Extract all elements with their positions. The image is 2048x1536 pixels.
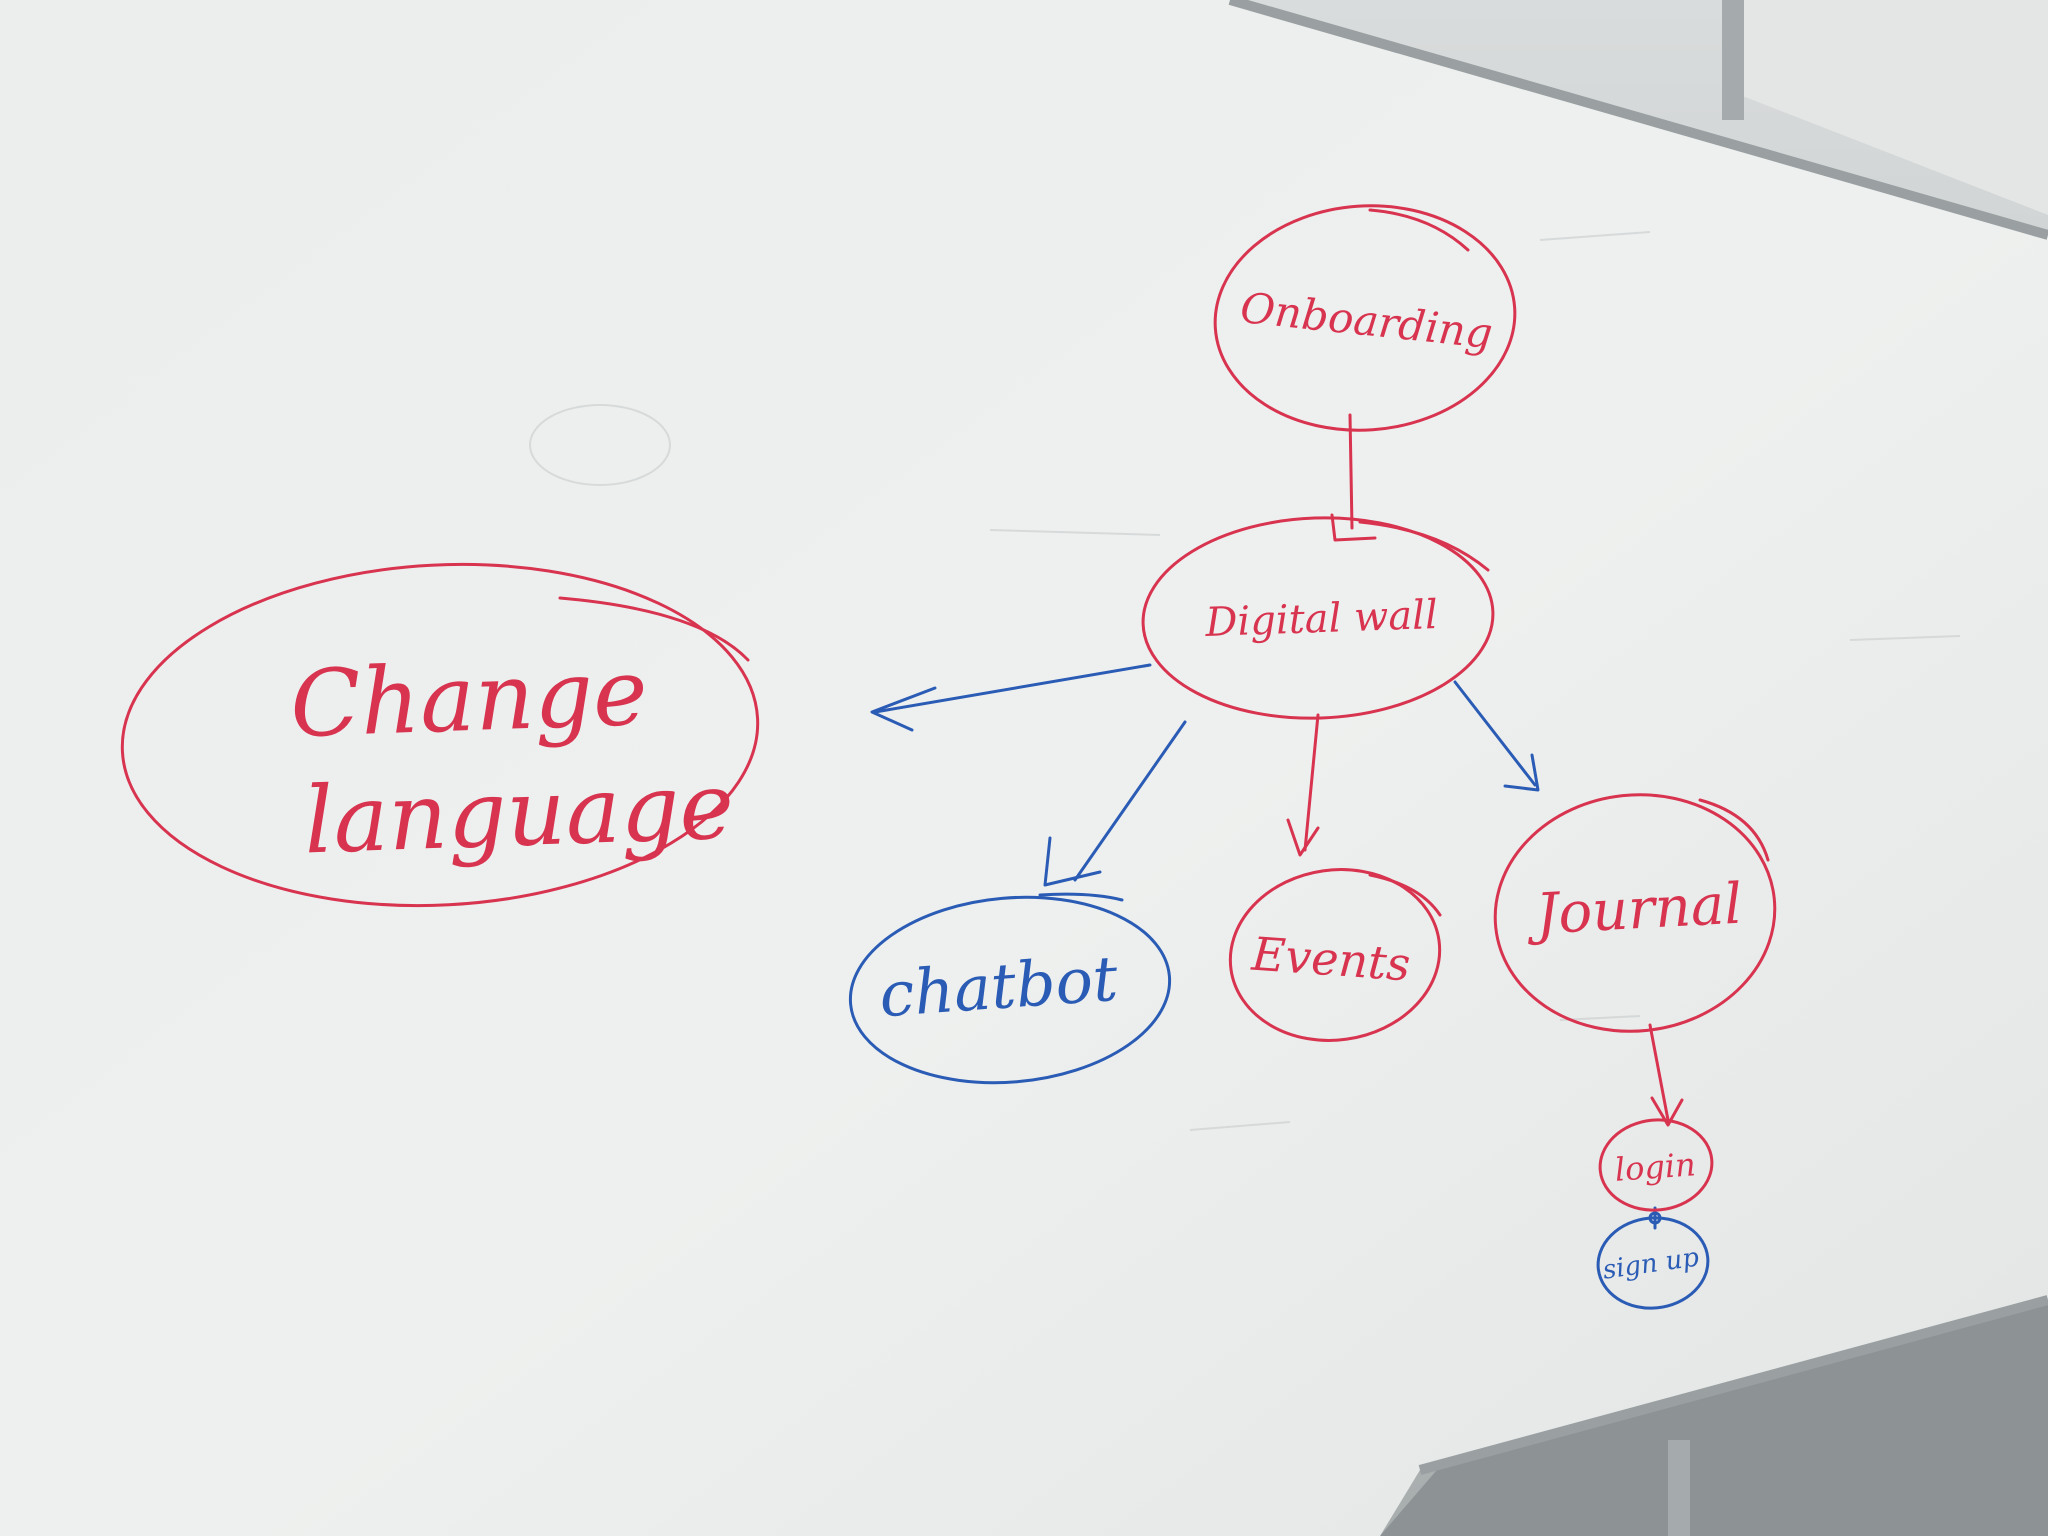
board-support-post (1722, 0, 1744, 120)
whiteboard-top-frame (1228, 0, 2048, 240)
node-login-label: login (1614, 1145, 1697, 1189)
room-floor-bottom-right (1380, 1300, 2048, 1536)
edge-digital-wall-chatbot (1043, 720, 1187, 887)
whiteboard-bottom-frame (1418, 1295, 2048, 1475)
node-change-language: Change language (120, 562, 760, 908)
node-events-label: Events (1249, 927, 1412, 992)
edge-onboarding-digital-wall (1330, 413, 1377, 542)
node-events: Events (1228, 868, 1442, 1042)
edge-journal-login (1648, 1023, 1684, 1127)
node-chatbot: chatbot (848, 892, 1172, 1085)
room-window-top-right (1740, 0, 2048, 215)
node-journal-label: Journal (1524, 872, 1743, 948)
node-login: login (1598, 1118, 1714, 1212)
node-change-language-line1: Change (289, 639, 650, 758)
board-smudges (529, 231, 1961, 1131)
node-chatbot-label: chatbot (877, 942, 1120, 1031)
edge-digital-wall-change-language (870, 663, 1152, 732)
node-digital-wall: Digital wall (1141, 516, 1495, 720)
edge-digital-wall-events (1286, 713, 1320, 857)
node-digital-wall-label: Digital wall (1204, 592, 1439, 646)
node-change-language-line2: language (302, 753, 735, 875)
board-support-post-bottom (1668, 1440, 1690, 1536)
node-journal: Journal (1493, 793, 1777, 1033)
edge-digital-wall-journal (1453, 680, 1540, 792)
